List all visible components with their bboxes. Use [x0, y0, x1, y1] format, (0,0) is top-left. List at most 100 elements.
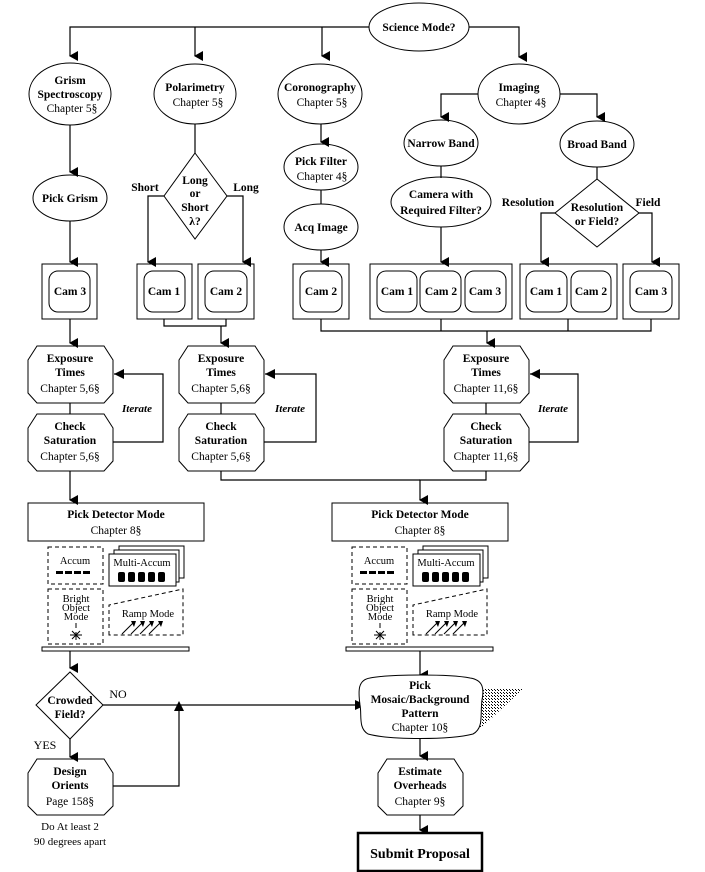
svg-text:Cam 3: Cam 3	[54, 286, 87, 298]
submit-proposal-label: Submit Proposal	[370, 847, 470, 862]
svg-text:Chapter 9§: Chapter 9§	[395, 796, 446, 808]
svg-text:Check: Check	[470, 421, 502, 433]
camera-cam2-coronography: Cam 2	[292, 263, 350, 320]
multi-accum-icon	[422, 572, 469, 582]
svg-text:Cam 1: Cam 1	[148, 286, 181, 298]
exposure-times-node-polarimetry: Exposure Times Chapter 5,6§	[178, 345, 265, 404]
ramp-mode-label: Ramp Mode	[122, 609, 175, 620]
svg-text:Pick: Pick	[409, 680, 431, 692]
svg-text:Chapter 4§: Chapter 4§	[496, 97, 547, 109]
coronography-node: Coronography Chapter 5§	[277, 63, 363, 125]
orients-note-line2: 90 degrees apart	[34, 836, 106, 848]
svg-text:Page 158§: Page 158§	[46, 796, 94, 808]
svg-text:Chapter 8§: Chapter 8§	[91, 525, 142, 537]
svg-text:Grism: Grism	[54, 75, 86, 87]
svg-text:Saturation: Saturation	[460, 435, 513, 447]
iterate-label-grism: Iterate	[121, 403, 152, 415]
svg-text:Exposure: Exposure	[47, 353, 93, 365]
svg-text:Overheads: Overheads	[393, 780, 447, 792]
resolution-or-field-decision: Resolution or Field?	[554, 178, 640, 248]
ramp-mode-icon	[121, 621, 163, 635]
polarimetry-node: Polarimetry Chapter 5§	[153, 63, 237, 125]
svg-text:Estimate: Estimate	[398, 766, 441, 778]
ramp-mode-label: Ramp Mode	[426, 609, 479, 620]
accum-icon	[360, 571, 394, 574]
submit-proposal-node[interactable]: Submit Proposal	[356, 831, 484, 872]
field-branch-label: Field	[636, 197, 662, 209]
svg-text:Times: Times	[55, 367, 85, 379]
pick-detector-mode-left: Pick Detector Mode Chapter 8§	[27, 502, 205, 542]
svg-text:Cam 3: Cam 3	[469, 286, 502, 298]
svg-text:Chapter 11,6§: Chapter 11,6§	[454, 383, 519, 395]
bright-object-label-1: Bright	[367, 594, 394, 605]
long-branch-label: Long	[233, 182, 259, 194]
svg-text:Chapter 8§: Chapter 8§	[395, 525, 446, 537]
svg-text:Cam 1: Cam 1	[530, 286, 563, 298]
svg-text:Pick Filter: Pick Filter	[295, 156, 347, 168]
svg-text:λ?: λ?	[189, 216, 201, 228]
check-saturation-node-polarimetry: Check Saturation Chapter 5,6§	[178, 413, 265, 472]
camera-cam2-polarimetry: Cam 2	[197, 263, 255, 320]
svg-text:Resolution: Resolution	[571, 202, 624, 214]
svg-text:Cam 2: Cam 2	[210, 286, 243, 298]
svg-text:Chapter 5,6§: Chapter 5,6§	[40, 451, 99, 463]
bright-star-icon	[70, 623, 82, 640]
long-or-short-decision: Long or Short λ?	[163, 152, 228, 240]
svg-text:Chapter 5§: Chapter 5§	[173, 97, 224, 109]
estimate-overheads-node: Estimate Overheads Chapter 9§	[377, 758, 464, 816]
svg-text:Chapter 11,6§: Chapter 11,6§	[454, 451, 519, 463]
svg-text:Saturation: Saturation	[195, 435, 248, 447]
bright-star-icon	[374, 623, 386, 640]
camera-group-resolution: Cam 1 Cam 2	[519, 263, 618, 320]
design-orients-node: Design Orients Page 158§	[27, 758, 114, 816]
svg-text:Chapter 10§: Chapter 10§	[392, 722, 449, 734]
svg-text:Mosaic/Background: Mosaic/Background	[371, 694, 470, 706]
no-branch-label: NO	[109, 687, 127, 701]
svg-text:Chapter 5,6§: Chapter 5,6§	[191, 451, 250, 463]
accum-mode-label: Accum	[364, 556, 394, 567]
svg-text:Chapter 5,6§: Chapter 5,6§	[191, 383, 250, 395]
detector-modes-panel-right: Accum Multi-Accum Bright Object Mode Ram…	[351, 545, 489, 645]
svg-text:Chapter 5§: Chapter 5§	[297, 97, 348, 109]
imaging-node: Imaging Chapter 4§	[477, 63, 561, 125]
svg-text:Acq Image: Acq Image	[294, 222, 347, 234]
svg-text:Exposure: Exposure	[463, 353, 509, 365]
check-saturation-node-imaging: Check Saturation Chapter 11,6§	[443, 413, 530, 472]
science-mode-node: Science Mode?	[368, 2, 470, 52]
accum-icon	[56, 571, 90, 574]
svg-text:Cam 2: Cam 2	[425, 286, 458, 298]
svg-text:Check: Check	[54, 421, 86, 433]
yes-branch-label: YES	[34, 738, 57, 752]
svg-text:or: or	[190, 188, 201, 200]
grism-spectroscopy-node: Grism Spectroscopy Chapter 5§	[28, 62, 112, 126]
bright-object-label-3: Mode	[64, 612, 89, 623]
detector-bar-left	[41, 646, 190, 652]
svg-text:Narrow Band: Narrow Band	[407, 138, 475, 150]
iterate-label-polarimetry: Iterate	[274, 403, 305, 415]
svg-text:Required Filter?: Required Filter?	[400, 205, 482, 217]
svg-text:Cam 2: Cam 2	[305, 286, 338, 298]
pick-detector-mode-right: Pick Detector Mode Chapter 8§	[331, 502, 509, 542]
check-saturation-node-grism: Check Saturation Chapter 5,6§	[27, 413, 114, 472]
svg-text:Chapter 5,6§: Chapter 5,6§	[40, 383, 99, 395]
svg-text:Coronography: Coronography	[284, 82, 356, 94]
camera-group-field: Cam 3	[622, 263, 680, 320]
svg-text:Long: Long	[182, 175, 208, 187]
svg-text:Chapter 5§: Chapter 5§	[47, 103, 98, 115]
camera-with-filter-node: Camera with Required Filter?	[390, 176, 492, 228]
multi-accum-icon	[118, 572, 165, 582]
science-mode-label: Science Mode?	[382, 22, 455, 34]
svg-text:or Field?: or Field?	[575, 216, 619, 228]
svg-text:Crowded: Crowded	[47, 695, 93, 707]
svg-text:Polarimetry: Polarimetry	[165, 82, 225, 94]
bright-object-label-2: Object	[366, 603, 394, 614]
accum-mode-label: Accum	[60, 556, 90, 567]
svg-text:Field?: Field?	[55, 709, 86, 721]
svg-text:Cam 1: Cam 1	[381, 286, 414, 298]
svg-text:Pick Detector Mode: Pick Detector Mode	[67, 509, 165, 521]
svg-text:Spectroscopy: Spectroscopy	[38, 89, 103, 101]
svg-text:Pick Grism: Pick Grism	[42, 193, 98, 205]
multi-accum-mode-label: Multi-Accum	[113, 558, 170, 569]
svg-text:Pattern: Pattern	[401, 708, 439, 720]
